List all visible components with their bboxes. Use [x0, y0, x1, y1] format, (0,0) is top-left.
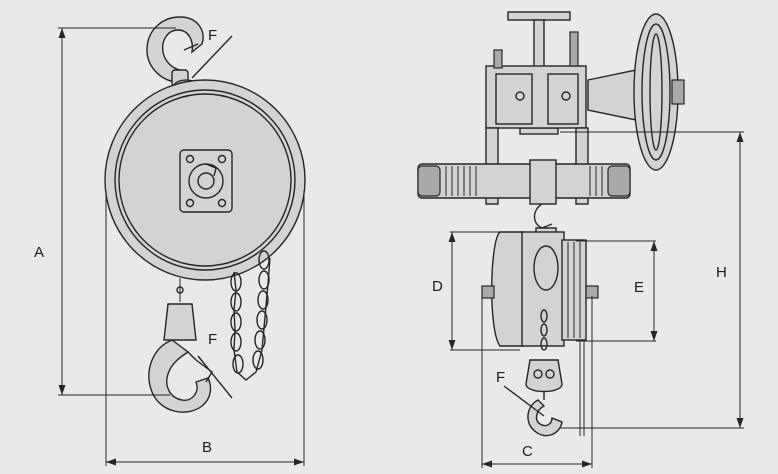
trolley-handwheel	[587, 13, 685, 171]
label-e: E	[634, 279, 644, 296]
f-marker-bottom: F	[197, 331, 233, 399]
dimension-c: C	[481, 296, 593, 468]
hoist-body-side	[481, 231, 599, 347]
label-c: C	[522, 443, 533, 460]
f-marker-top: F	[191, 27, 233, 79]
dimension-h: H	[560, 131, 744, 429]
hand-chain	[230, 250, 271, 381]
dimension-e: E	[576, 240, 658, 342]
label-d: D	[432, 278, 443, 295]
side-load-chain	[540, 309, 548, 351]
dimension-d: D	[432, 231, 520, 351]
side-hand-chain	[579, 340, 585, 436]
load-chain	[176, 278, 184, 302]
dimension-a: A	[34, 27, 176, 396]
label-f-bottom: F	[208, 331, 217, 348]
f-marker-right: F	[496, 369, 545, 417]
wheel-housing	[104, 79, 306, 281]
left-hoist-view: F F A B	[34, 16, 306, 466]
bottom-hook	[148, 303, 213, 413]
dimension-b: B	[105, 190, 305, 466]
label-f-top: F	[208, 27, 217, 44]
label-b: B	[202, 439, 212, 456]
label-f-right: F	[496, 369, 505, 386]
label-a: A	[34, 244, 44, 261]
label-h: H	[716, 264, 727, 281]
cross-shaft	[417, 159, 631, 205]
side-bottom-block	[525, 359, 563, 437]
right-trolley-view: F D E H	[417, 11, 744, 468]
